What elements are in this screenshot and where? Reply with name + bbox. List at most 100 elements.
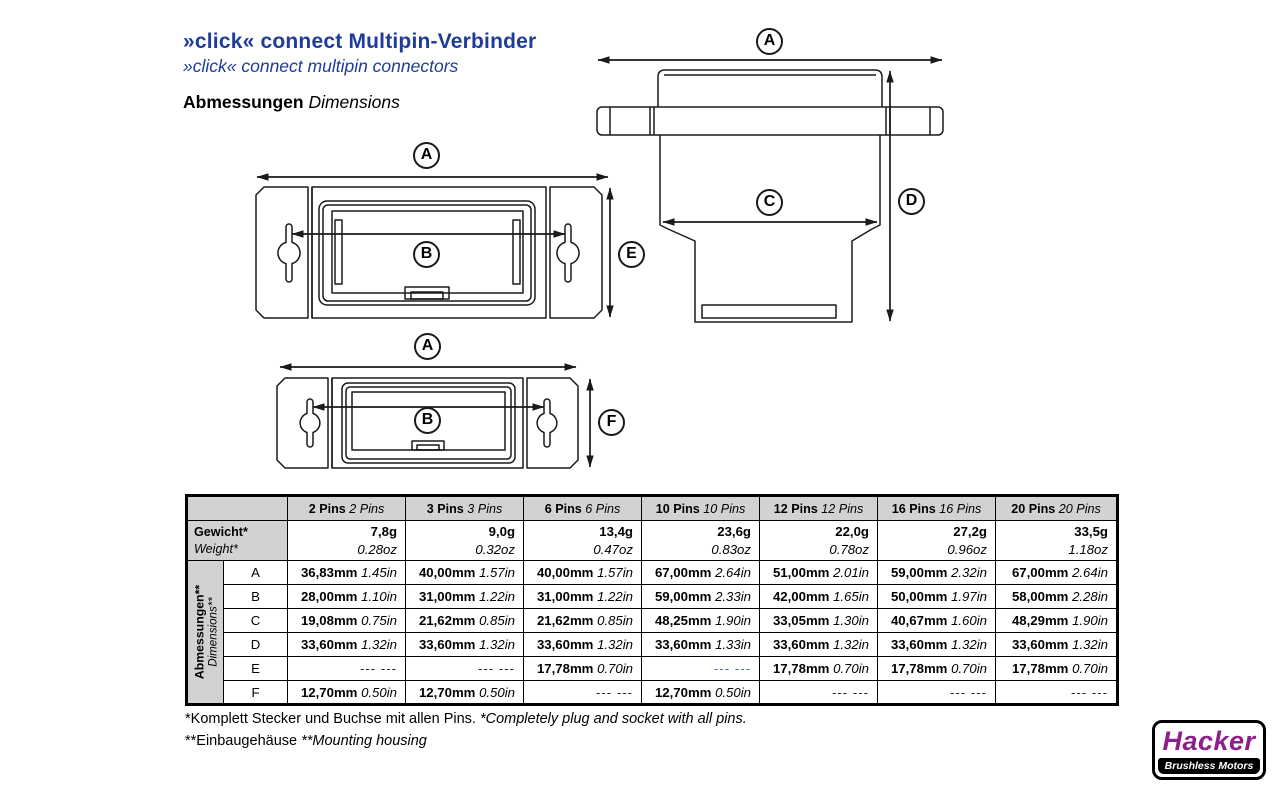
value-in: 1.57in — [597, 565, 633, 580]
dim-label-a-side: A — [756, 28, 783, 55]
dim-group-label-de: Abmessungen** — [192, 584, 206, 680]
mounted-view-drawing — [276, 363, 594, 469]
footnote-1-en: *Completely plug and socket with all pin… — [479, 711, 747, 727]
keyhole-slot — [556, 223, 580, 283]
pin-count-de: 2 Pins — [308, 501, 346, 516]
value-in: 1.32in — [833, 637, 869, 652]
value-in: 1.32in — [951, 637, 987, 652]
pin-count-en: 20 Pins — [1058, 501, 1101, 516]
dim-label-a-front: A — [413, 142, 440, 169]
housing-body — [331, 377, 524, 469]
not-applicable: --- --- — [595, 684, 633, 700]
footnote-1-de: *Komplett Stecker und Buchse mit allen P… — [185, 711, 476, 727]
value-in: 2.64in — [715, 565, 751, 580]
pin-count-de: 20 Pins — [1011, 501, 1056, 516]
dim-label-b-front: B — [413, 241, 440, 268]
dimension-value-cell: 59,00mm 2.32in — [877, 560, 996, 585]
weight-label-en: Weight* — [194, 541, 238, 556]
pin-count-header: 2 Pins 2 Pins — [287, 495, 406, 521]
dimension-value-cell: 12,70mm 0.50in — [405, 680, 524, 705]
dimension-letter-cell: B — [223, 584, 288, 609]
dim-label-a-mounted: A — [414, 333, 441, 360]
dimension-value-cell: 12,70mm 0.50in — [287, 680, 406, 705]
value-in: 2.01in — [833, 565, 869, 580]
weight-ounces: 0.47oz — [593, 541, 633, 557]
keyhole-slot — [536, 398, 558, 448]
dimension-value-cell: 17,78mm 0.70in — [523, 656, 642, 681]
page-subtitle: »click« connect multipin connectors — [183, 56, 459, 76]
value-in: 0.70in — [597, 661, 633, 676]
weight-grams: 33,5g — [1074, 524, 1108, 540]
not-applicable: --- --- — [1070, 684, 1108, 700]
dimension-value-cell: 67,00mm 2.64in — [995, 560, 1118, 585]
dimension-value-cell: 17,78mm 0.70in — [877, 656, 996, 681]
value-in: 0.85in — [597, 613, 633, 628]
dimension-value-cell: 40,67mm 1.60in — [877, 608, 996, 633]
weight-grams: 7,8g — [370, 524, 397, 540]
value-mm: 67,00mm — [654, 565, 712, 580]
value-in: 2.32in — [951, 565, 987, 580]
section-heading: Abmessungen Dimensions — [183, 92, 400, 113]
value-in: 1.60in — [951, 613, 987, 628]
weight-label-cell: Gewicht*Weight* — [186, 520, 288, 561]
value-in: 1.90in — [1072, 613, 1108, 628]
dimension-value-cell: --- --- — [995, 680, 1118, 705]
page-title: »click« connect Multipin-Verbinder — [183, 30, 537, 53]
value-in: 1.65in — [833, 589, 869, 604]
section-heading-en: Dimensions — [308, 92, 400, 112]
value-mm: 17,78mm — [890, 661, 948, 676]
weight-ounces: 0.96oz — [947, 541, 987, 557]
not-applicable: --- --- — [359, 661, 397, 676]
value-in: 1.32in — [597, 637, 633, 652]
dimension-letter-cell: C — [223, 608, 288, 633]
table-corner-cell — [186, 495, 288, 521]
dimension-value-cell: 21,62mm 0.85in — [405, 608, 524, 633]
dimension-value-cell: --- --- — [523, 680, 642, 705]
dimension-value-cell: 36,83mm 1.45in — [287, 560, 406, 585]
value-in: 0.85in — [479, 613, 515, 628]
weight-grams: 23,6g — [717, 524, 751, 540]
weight-ounces: 0.78oz — [829, 541, 869, 557]
dimension-value-cell: --- --- — [877, 680, 996, 705]
value-in: 2.28in — [1072, 589, 1108, 604]
value-in: 1.32in — [1072, 637, 1108, 652]
value-mm: 42,00mm — [772, 589, 830, 604]
pin-count-en: 6 Pins — [585, 501, 621, 516]
technical-drawings — [255, 56, 944, 469]
value-mm: 51,00mm — [772, 565, 830, 580]
dim-label-c-side: C — [756, 189, 783, 216]
dimension-letter-cell: D — [223, 632, 288, 657]
dimension-value-cell: 28,00mm 1.10in — [287, 584, 406, 609]
value-mm: 33,60mm — [1011, 637, 1069, 652]
not-applicable: --- --- — [713, 661, 751, 676]
value-mm: 33,60mm — [300, 637, 358, 652]
dimension-value-cell: 42,00mm 1.65in — [759, 584, 878, 609]
dimension-value-cell: 40,00mm 1.57in — [405, 560, 524, 585]
dimension-value-cell: 21,62mm 0.85in — [523, 608, 642, 633]
value-in: 1.30in — [833, 613, 869, 628]
pin-count-header: 10 Pins 10 Pins — [641, 495, 760, 521]
value-in: 1.57in — [479, 565, 515, 580]
pin-count-en: 10 Pins — [703, 501, 746, 516]
dimension-value-cell: --- --- — [759, 680, 878, 705]
dimension-value-cell: 33,60mm 1.32in — [877, 632, 996, 657]
value-in: 1.97in — [951, 589, 987, 604]
dimensions-group-label: Abmessungen**Dimensions** — [186, 560, 224, 705]
value-mm: 67,00mm — [1011, 565, 1069, 580]
value-in: 0.50in — [715, 684, 751, 700]
weight-grams: 27,2g — [953, 524, 987, 540]
value-mm: 17,78mm — [536, 661, 594, 676]
value-mm: 33,60mm — [536, 637, 594, 652]
value-mm: 21,62mm — [418, 613, 476, 628]
value-in: 2.33in — [715, 589, 751, 604]
front-view-drawing — [255, 173, 614, 319]
dimension-value-cell: 33,60mm 1.32in — [523, 632, 642, 657]
dimension-value-cell: 12,70mm 0.50in — [641, 680, 760, 705]
